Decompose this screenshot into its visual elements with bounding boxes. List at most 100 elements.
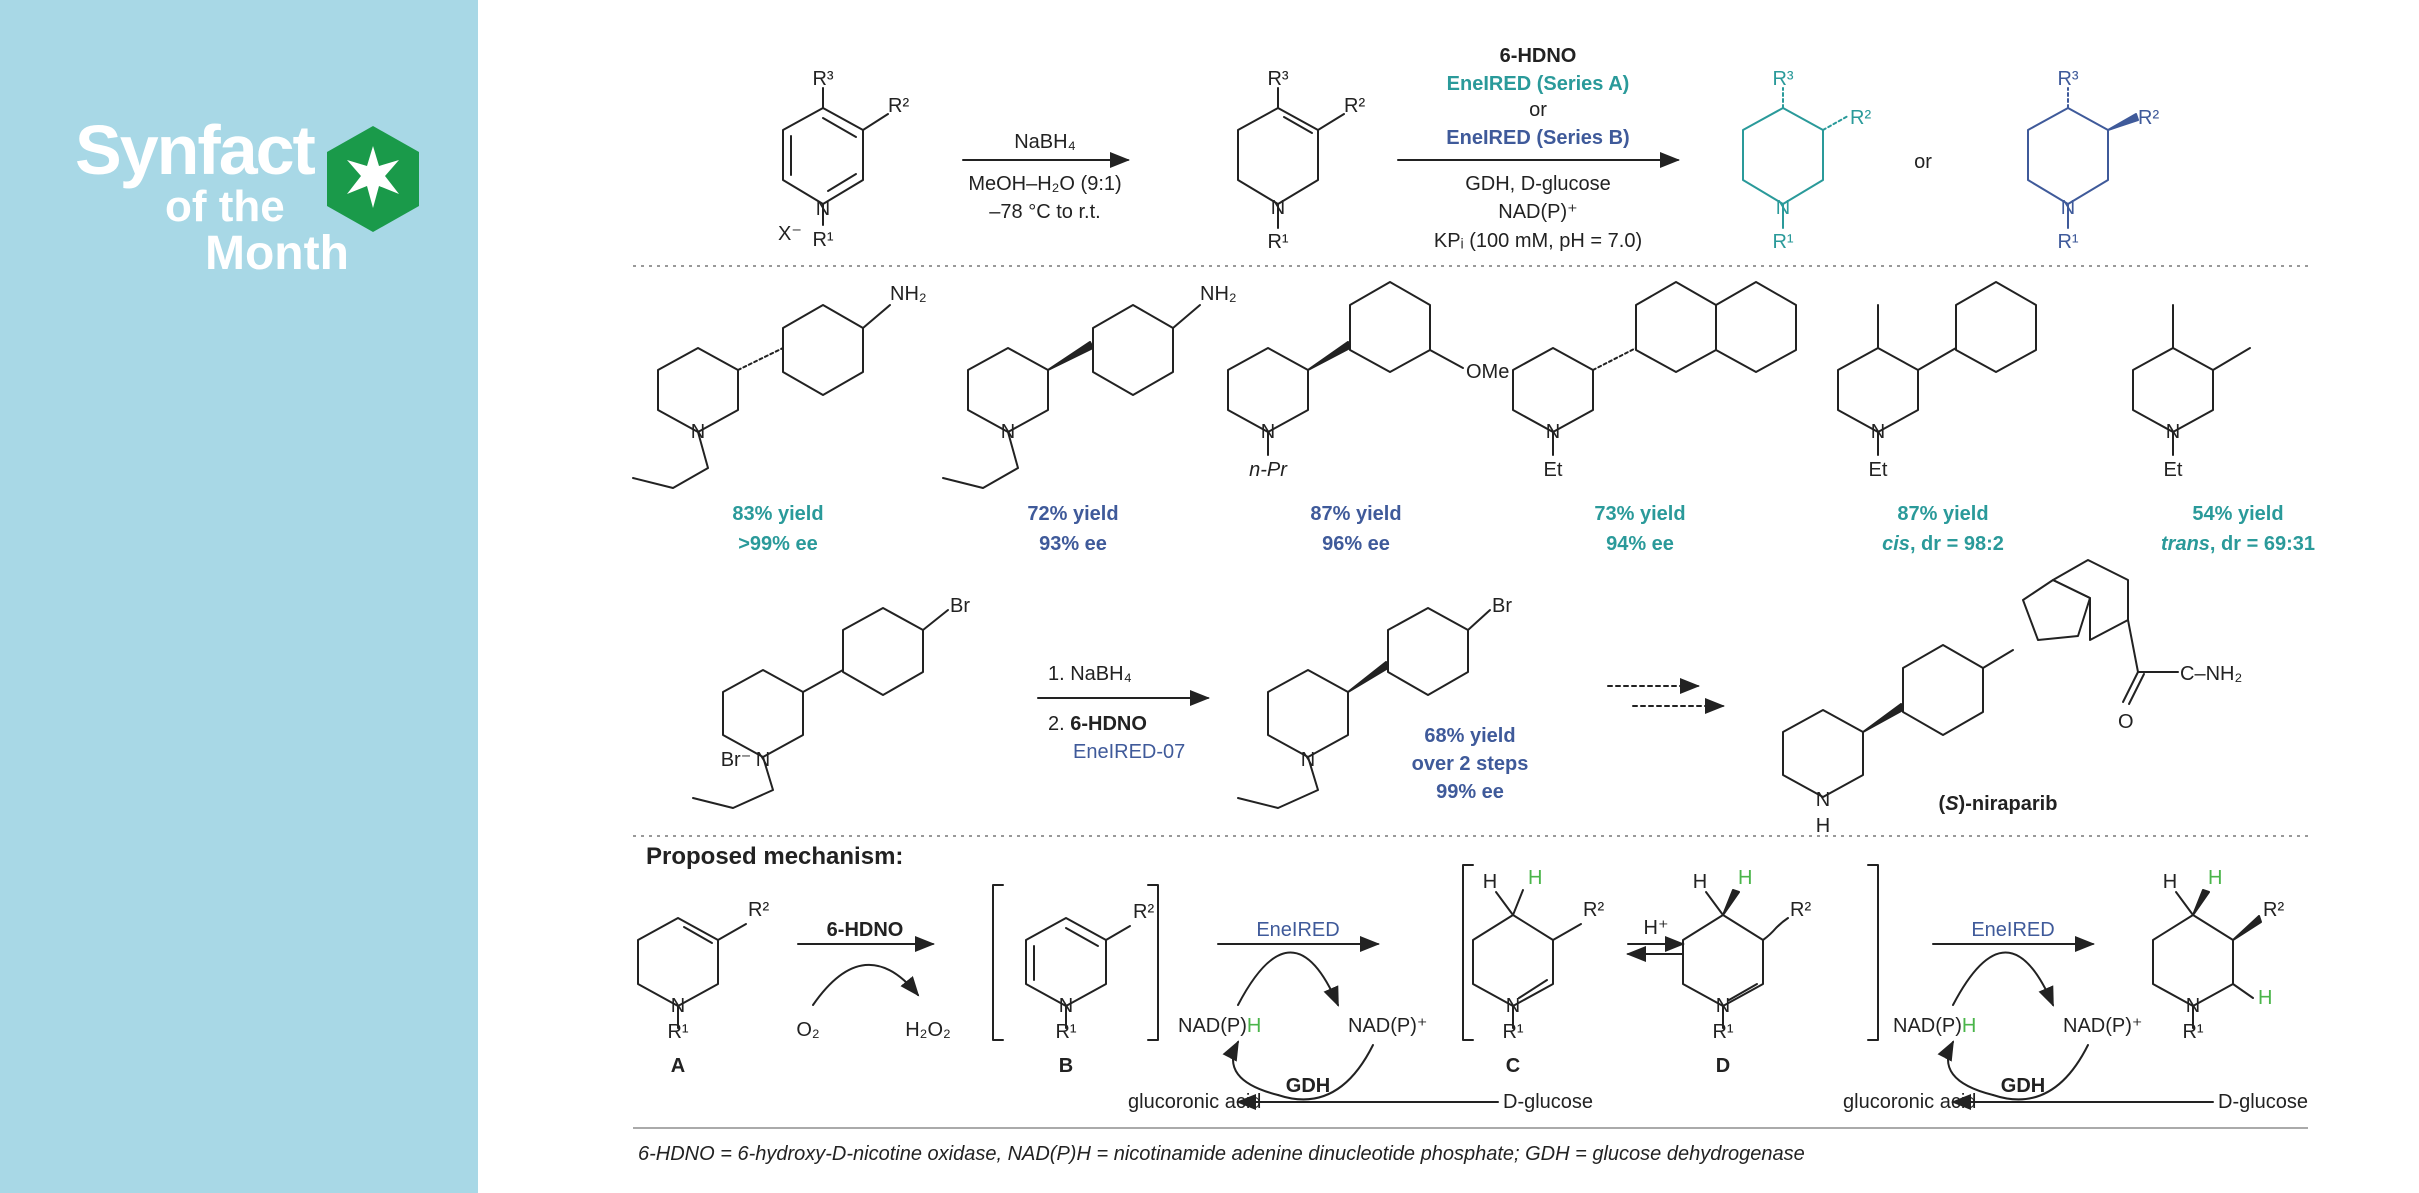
p4-n: N (1546, 421, 1560, 443)
p5-yield: 87% yield (1897, 503, 1988, 525)
mech-enzyme-2: EneIRED (1971, 919, 2054, 941)
p2-n: N (1001, 421, 1015, 443)
nir-step2: 2. 6-HDNO (1048, 713, 1147, 735)
p2-ee: 93% ee (1039, 533, 1107, 555)
nir-prod-n: N (1301, 749, 1315, 771)
mech-label-a: A (671, 1055, 685, 1077)
step2-series-a: EneIRED (Series A) (1447, 73, 1630, 95)
nir-ee: 99% ee (1436, 781, 1504, 803)
p3-ee: 96% ee (1322, 533, 1390, 555)
thp-label-r3: R³ (1267, 68, 1288, 90)
mech-e-r1: R¹ (2182, 1021, 2203, 1043)
p4-yield: 73% yield (1594, 503, 1685, 525)
pyridinium-structure (782, 87, 889, 226)
product-series-a-structure (1742, 87, 1849, 229)
mech-c-r1: R¹ (1502, 1021, 1523, 1043)
mechanism-final-product (2152, 889, 2262, 1029)
mech-d-h2: H (1738, 867, 1752, 889)
mech-nadph-1-h: H (1247, 1015, 1261, 1037)
mech-gdh-2: GDH (2001, 1075, 2045, 1097)
mechanism-structure-b (992, 884, 1159, 1041)
products-or: or (1914, 151, 1932, 173)
nir-enzyme: EneIRED-07 (1073, 741, 1185, 763)
mech-gdh-1: GDH (1286, 1075, 1330, 1097)
logo-word-of-the: of the (165, 182, 285, 231)
mech-label-b: B (1059, 1055, 1073, 1077)
mech-label-c: C (1506, 1055, 1520, 1077)
mechanism-title: Proposed mechanism: (646, 843, 903, 870)
bromophenyl-pyridinium-structure (692, 607, 949, 809)
logo-word-month: Month (205, 227, 349, 280)
nir-steps: over 2 steps (1412, 753, 1529, 775)
mech-curve-2c (1937, 1040, 1994, 1096)
mech-c-h1: H (1483, 871, 1497, 893)
nir-n-label: N (756, 749, 770, 771)
p5-dr-cis: cis (1882, 533, 1910, 555)
mech-c-r2: R² (1583, 899, 1604, 921)
prod-b-r2: R² (2138, 107, 2159, 129)
product-2-structure (942, 304, 1201, 489)
tetrahydropyridine-structure (1237, 87, 1345, 229)
nir-br-ion: Br⁻ (721, 749, 752, 771)
mech-gluconic-1: glucoronic acid (1128, 1091, 1261, 1113)
nir-prod-br: Br (1492, 595, 1512, 617)
mech-a-r1: R¹ (667, 1021, 688, 1043)
mech-hplus: H⁺ (1644, 917, 1669, 939)
p6-dr: trans, dr = 69:31 (2161, 533, 2315, 555)
niraparib-name-rest: )-niraparib (1959, 793, 2058, 815)
step2-series-b: EneIRED (Series B) (1446, 127, 1629, 149)
niraparib-nh: H (1816, 815, 1830, 837)
prod-a-r2: R² (1850, 107, 1871, 129)
sidebar-panel: Synfact of the Month (0, 0, 478, 1193)
mech-e-h3: H (2258, 987, 2272, 1009)
p2-yield: 72% yield (1027, 503, 1118, 525)
thp-label-r1: R¹ (1267, 231, 1288, 253)
mech-glucose-1: D-glucose (1503, 1091, 1593, 1113)
niraparib-structure (1782, 559, 2145, 798)
p1-n: N (691, 421, 705, 443)
mech-label-d: D (1716, 1055, 1730, 1077)
p3-yield: 87% yield (1310, 503, 1401, 525)
mech-curve-1b (1277, 1044, 1374, 1101)
mech-enzyme-1: EneIRED (1256, 919, 1339, 941)
prod-a-r1: R¹ (1772, 231, 1793, 253)
product-6-structure (2132, 304, 2251, 456)
p1-yield: 83% yield (732, 503, 823, 525)
mechanism-structure-d (1682, 864, 1879, 1041)
niraparib-n: N (1816, 789, 1830, 811)
nir-step2-cat: 6-HDNO (1070, 713, 1147, 735)
p4-ee: 94% ee (1606, 533, 1674, 555)
mech-d-n: N (1716, 995, 1730, 1017)
step1-solvent: MeOH–H₂O (9:1) (968, 173, 1121, 195)
mech-e-r2: R² (2263, 899, 2284, 921)
mech-curve-1c (1222, 1040, 1279, 1096)
hexagon-star-icon (327, 126, 419, 232)
step1-temp: –78 °C to r.t. (989, 201, 1100, 223)
mech-b-r2: R² (1133, 901, 1154, 923)
p3-ome: OMe (1466, 361, 1509, 383)
step2-gdh: GDH, D-glucose (1465, 173, 1611, 195)
mech-nadph-2: NAD(P)H (1893, 1015, 1976, 1037)
niraparib-name-s: S (1945, 793, 1959, 815)
mech-e-n: N (2186, 995, 2200, 1017)
nir-step1: 1. NaBH₄ (1048, 663, 1132, 685)
mech-a-n: N (671, 995, 685, 1017)
mech-glucose-2: D-glucose (2218, 1091, 2308, 1113)
product-5-structure (1837, 281, 2037, 456)
step1-reagent: NaBH₄ (1014, 131, 1076, 153)
product-series-b-structure (2027, 87, 2139, 229)
p6-dr-value: , dr = 69:31 (2210, 533, 2315, 555)
niraparib-name-open: ( (1939, 793, 1946, 815)
footnote-text: 6-HDNO = 6-hydroxy-D-nicotine oxidase, N… (638, 1143, 1805, 1165)
p6-n: N (2166, 421, 2180, 443)
nir-step2-num: 2. (1048, 713, 1070, 735)
p5-et: Et (1869, 459, 1888, 481)
synfact-logo: Synfact of the Month (75, 110, 425, 280)
mech-d-r1: R¹ (1712, 1021, 1733, 1043)
label-n: N (816, 198, 830, 220)
mech-nadph-2-h: H (1962, 1015, 1976, 1037)
mech-curve-1a (1237, 951, 1339, 1007)
mech-nadp-1: NAD(P)⁺ (1348, 1015, 1427, 1037)
mechanism-structure-c (1462, 864, 1582, 1041)
product-1-structure (632, 304, 891, 489)
